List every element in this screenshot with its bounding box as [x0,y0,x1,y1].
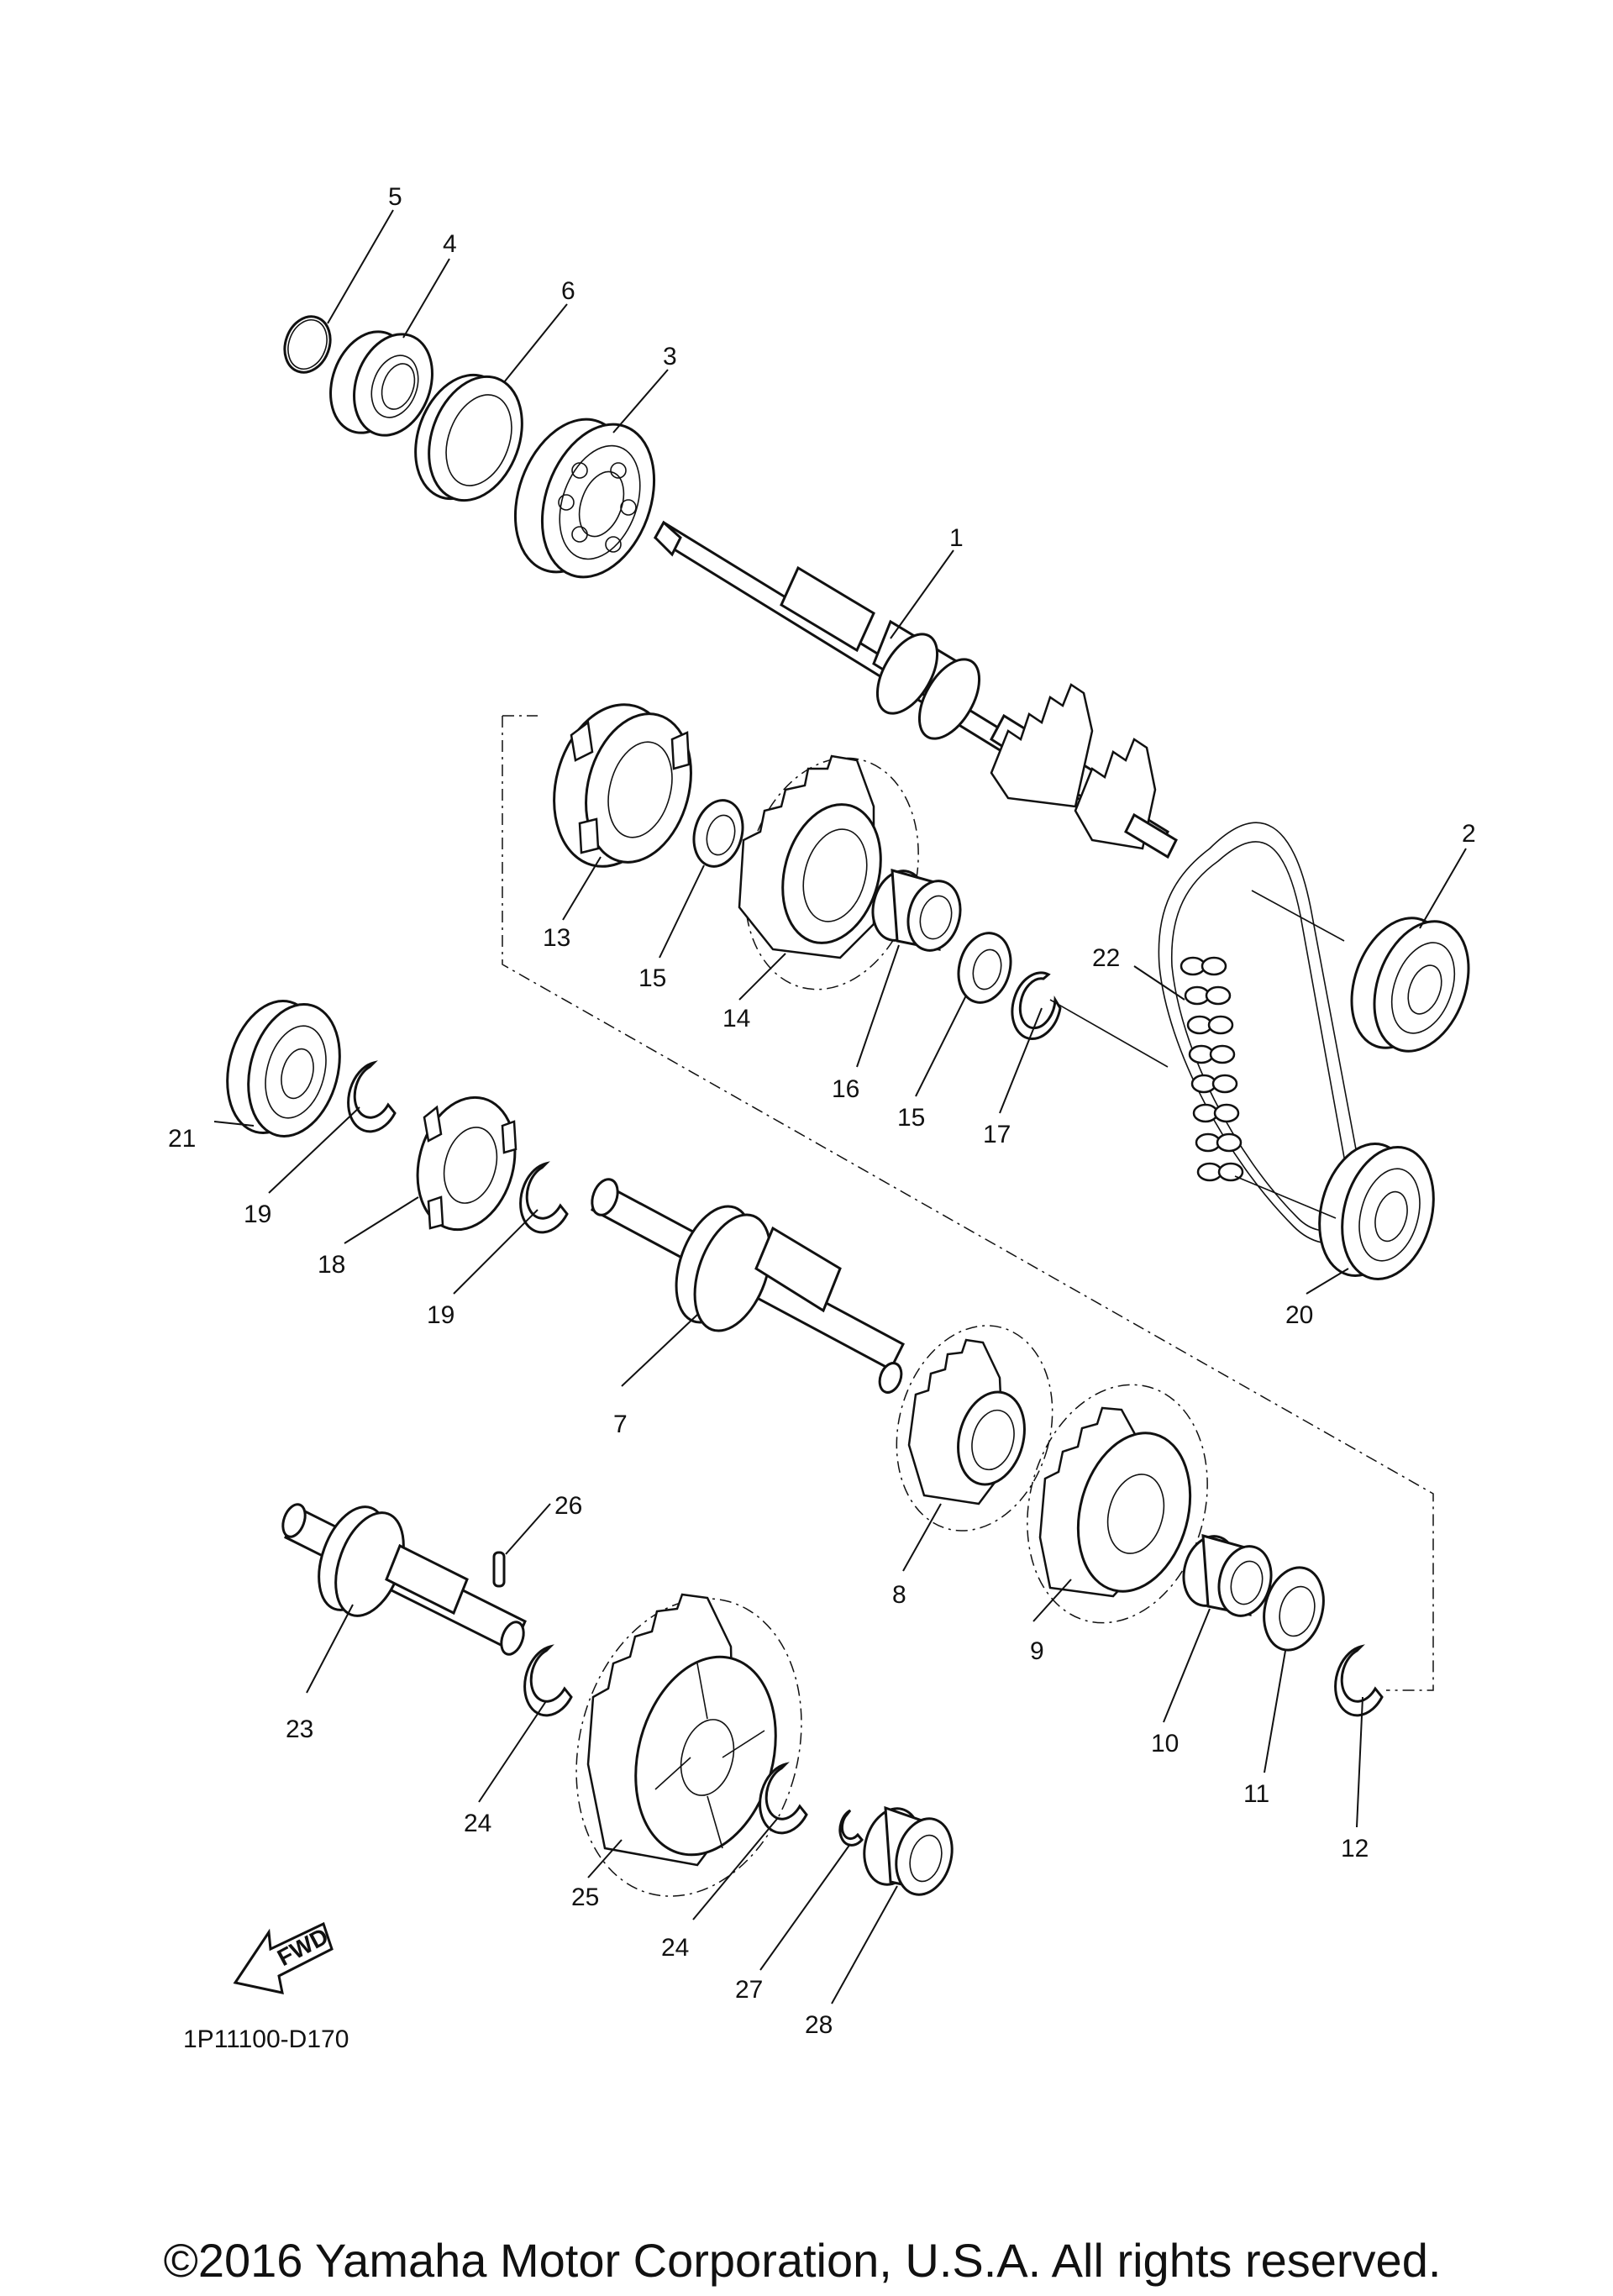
callout-17: 17 [983,1121,1011,1148]
callout-25: 25 [571,1884,599,1911]
part-27-clip [838,1809,864,1847]
callout-27: 27 [735,1976,763,2004]
part-12-circlip [1334,1644,1384,1717]
part-24-circlip-lower [759,1762,808,1835]
callout-labels: 5 4 6 3 1 2 13 15 14 22 16 15 17 21 19 1… [168,183,1476,2039]
chain-links [1180,956,1244,1182]
part-6-collar [414,373,523,502]
part-3-bearing [513,418,656,579]
callout-11: 11 [1243,1780,1269,1808]
part-18-gear-dog [416,1095,518,1232]
part-17-circlip [1011,971,1062,1040]
callout-4: 4 [443,230,457,258]
part-24-circlip-upper [523,1644,573,1717]
leader-lines [213,209,1467,2004]
callout-3: 3 [663,343,677,370]
part-10-needle-bearing [1182,1533,1273,1617]
diagram-code: 1P11100-D170 [183,2025,349,2053]
fwd-arrow-icon: FWD [233,1921,334,1994]
part-22-chain [1158,822,1365,1244]
part-9-gear [1027,1384,1208,1624]
part-15-washer-lower [957,932,1012,1004]
callout-19-upper: 19 [244,1201,271,1228]
callout-21: 21 [168,1125,196,1153]
callout-28: 28 [805,2011,833,2039]
callout-22: 22 [1092,944,1120,972]
part-1-main-axle [653,520,1178,859]
callout-10: 10 [1151,1730,1179,1757]
part-13-gear-dog [553,703,692,868]
copyright-notice: ©2016 Yamaha Motor Corporation, U.S.A. A… [164,2234,1442,2287]
part-19-circlip-upper [347,1060,397,1133]
part-16-needle-bearing [871,868,962,952]
part-7-drive-axle [591,1178,905,1394]
callout-18: 18 [318,1251,345,1279]
part-23-shaft [281,1503,527,1656]
callout-1: 1 [949,524,964,552]
part-15-washer-upper [692,799,744,868]
callout-24-lower: 24 [661,1934,689,1962]
callout-9: 9 [1030,1637,1044,1665]
callout-6: 6 [561,277,575,305]
callout-20: 20 [1285,1301,1313,1329]
assembly-frame [502,715,1434,1691]
part-21-bearing [226,1000,341,1137]
part-19-circlip-lower [519,1161,569,1234]
callout-19-lower: 19 [427,1301,454,1329]
callout-14: 14 [722,1005,750,1032]
part-25-gear [575,1593,802,1897]
callout-13: 13 [543,924,570,952]
part-26-pin [492,1551,506,1588]
callout-15-lower: 15 [897,1104,925,1132]
callout-15-upper: 15 [638,964,666,992]
callout-12: 12 [1341,1835,1369,1863]
part-11-washer [1263,1566,1325,1652]
callout-8: 8 [892,1581,906,1609]
part-4-oil-seal [329,330,433,437]
callout-24-upper: 24 [464,1810,491,1837]
callout-2: 2 [1462,820,1476,848]
part-5-o-ring [283,315,332,374]
part-20-bearing [1318,1143,1435,1280]
part-28-bushing [863,1805,954,1896]
callout-23: 23 [286,1715,313,1743]
callout-5: 5 [388,183,402,211]
callout-16: 16 [832,1075,859,1103]
callout-7: 7 [613,1411,628,1438]
callout-26: 26 [554,1492,582,1520]
part-2-bearing [1350,917,1470,1053]
part-14-gear [738,754,919,990]
part-8-gear [896,1325,1053,1532]
